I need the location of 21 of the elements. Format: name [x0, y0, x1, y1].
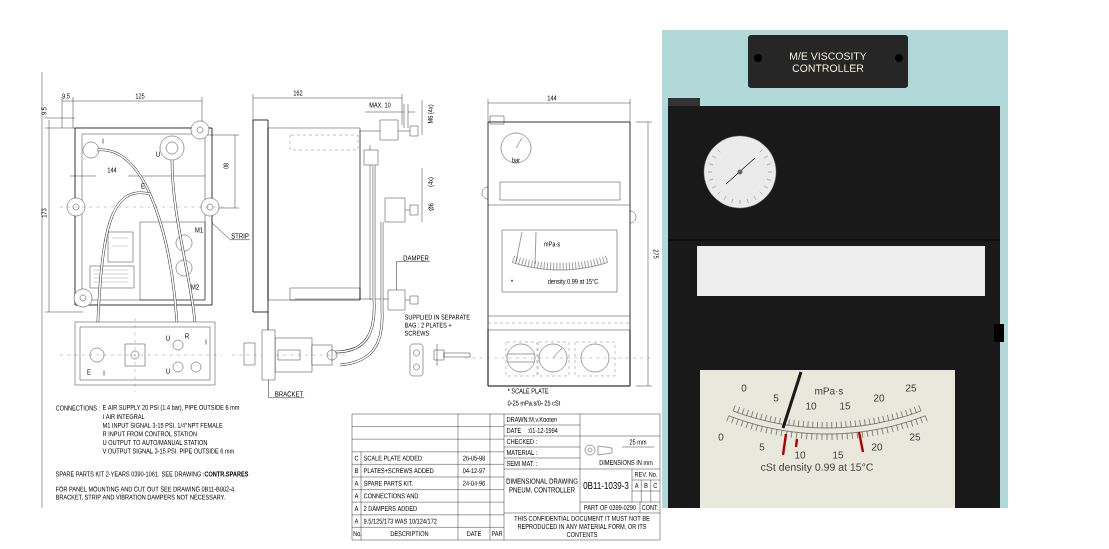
scale-number: 0 [718, 433, 724, 441]
scale-caption: cSt density 0.99 at 15°C [761, 463, 873, 473]
scale-number: 20 [871, 443, 883, 451]
damper-block [387, 289, 406, 311]
scale-number: 15 [833, 451, 844, 459]
scale-number: 20 [873, 394, 885, 402]
scale-unit: mPa·s [815, 387, 844, 395]
leader-line [211, 222, 251, 240]
scale-number: 25 [905, 384, 917, 392]
scale-number: 25 [909, 433, 921, 441]
bracket-plate [261, 329, 276, 381]
drawing-number: 0B11-1039-3 [583, 481, 629, 490]
scale-number: 10 [806, 402, 817, 410]
nameplate-text: M/E VISCOSITY CONTROLLER [790, 52, 867, 72]
leader-line [396, 261, 431, 290]
scale-number: 15 [840, 402, 851, 410]
scale-number: 0 [741, 384, 747, 392]
scale-number: 5 [773, 394, 779, 402]
scale-number: 5 [759, 443, 765, 451]
leader-line [268, 380, 305, 398]
scale-number: 10 [795, 451, 806, 459]
